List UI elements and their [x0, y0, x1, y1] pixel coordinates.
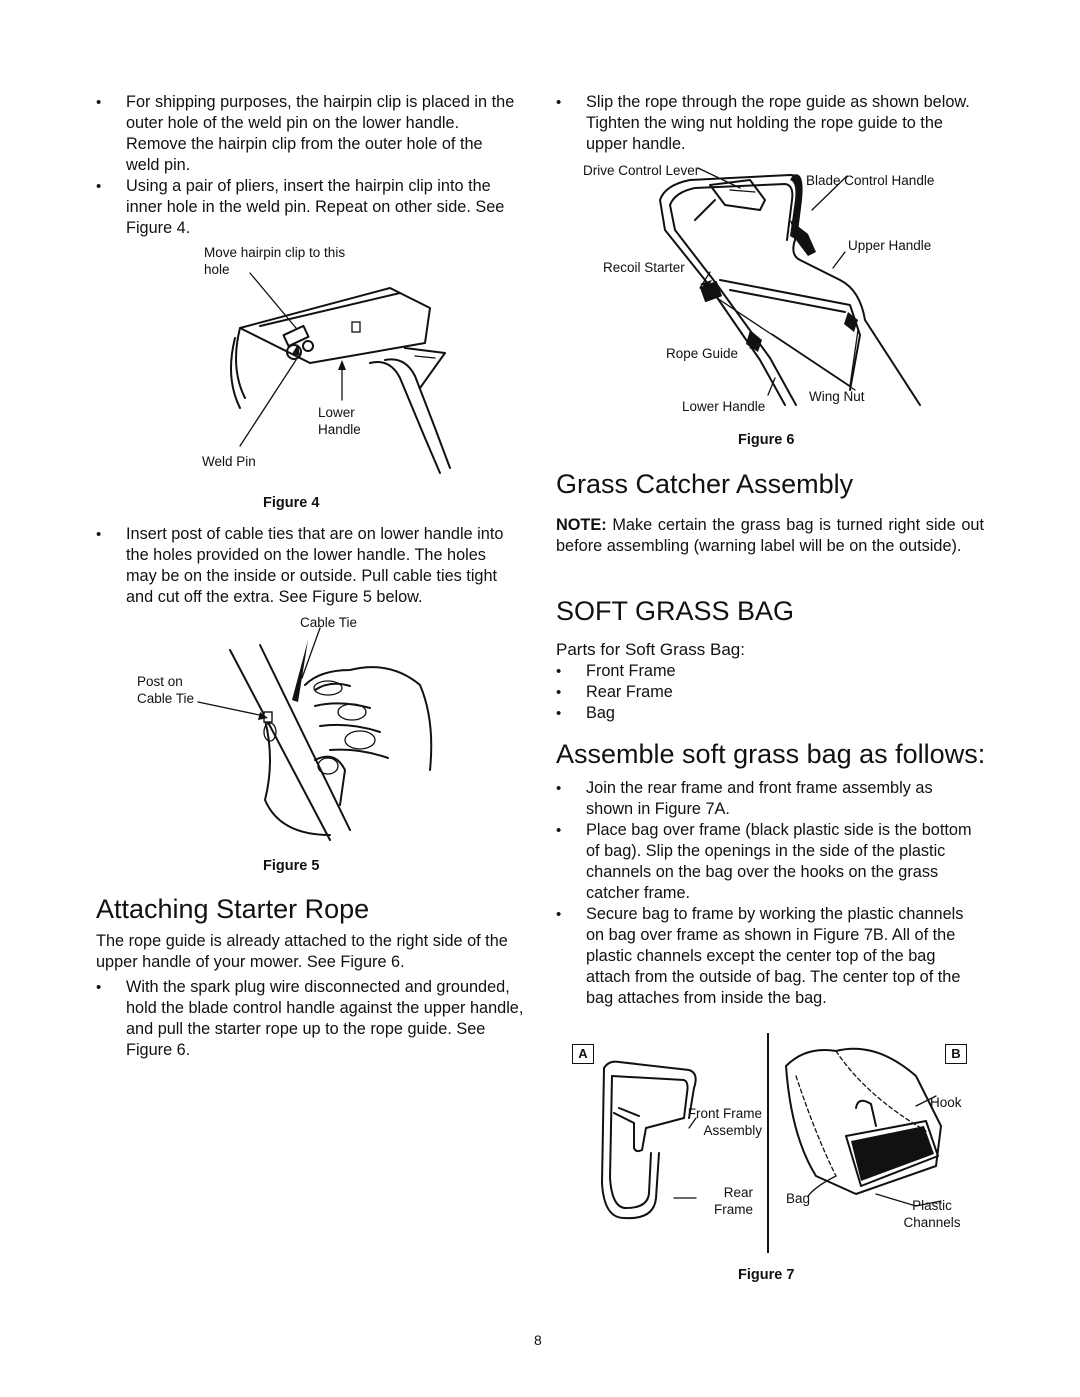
parts-heading: Parts for Soft Grass Bag:: [556, 640, 745, 659]
parts-list: Front Frame Rear Frame Bag: [556, 661, 856, 724]
figure-6-illustration: [659, 167, 921, 406]
label-hook: Hook: [930, 1095, 962, 1110]
label-bag: Bag: [786, 1191, 811, 1206]
part-front-frame: Front Frame: [556, 661, 856, 682]
starter-rope-steps: With the spark plug wire disconnected an…: [96, 977, 524, 1061]
label-recoil-starter: Recoil Starter: [603, 260, 685, 275]
figure-7-caption: Figure 7: [738, 1267, 795, 1283]
label-post-on-cable-tie: Post on Cable Tie: [137, 674, 195, 706]
label-lower-handle: Lower Handle: [318, 405, 361, 437]
bullet-cable-ties: Insert post of cable ties that are on lo…: [96, 524, 518, 608]
note-label: NOTE:: [556, 516, 607, 534]
part-bag: Bag: [556, 703, 856, 724]
rope-guide-instructions: Slip the rope through the rope guide as …: [556, 92, 984, 155]
page-number: 8: [534, 1332, 542, 1348]
label-lower-handle-fig6: Lower Handle: [682, 399, 766, 414]
label-upper-handle: Upper Handle: [848, 238, 932, 253]
heading-grass-catcher-assembly: Grass Catcher Assembly: [556, 469, 854, 499]
label-rear-frame: Rear Frame: [713, 1185, 753, 1217]
figure-7b-bag: [785, 1047, 942, 1207]
hairpin-instructions: For shipping purposes, the hairpin clip …: [96, 92, 518, 239]
bullet-slip-rope: Slip the rope through the rope guide as …: [556, 92, 984, 155]
figure-4-illustration: [230, 272, 451, 474]
label-blade-control-handle: Blade Control Handle: [806, 173, 935, 188]
step-join-frames: Join the rear frame and front frame asse…: [556, 778, 984, 820]
step-secure-bag: Secure bag to frame by working the plast…: [556, 904, 984, 1009]
figure-5-caption: Figure 5: [263, 858, 320, 874]
part-rear-frame: Rear Frame: [556, 682, 856, 703]
cable-tie-instructions: Insert post of cable ties that are on lo…: [96, 524, 518, 608]
bullet-shipping: For shipping purposes, the hairpin clip …: [96, 92, 518, 176]
heading-attaching-starter-rope: Attaching Starter Rope: [96, 894, 370, 924]
label-plastic-channels: Plastic Channels: [903, 1198, 961, 1230]
bullet-spark-plug: With the spark plug wire disconnected an…: [96, 977, 524, 1061]
label-front-frame-assembly: Front Frame Assembly: [687, 1106, 762, 1138]
panel-a-label: A: [572, 1044, 594, 1064]
heading-assemble-soft-grass-bag: Assemble soft grass bag as follows:: [556, 739, 986, 769]
label-weld-pin: Weld Pin: [202, 454, 256, 469]
label-rope-guide: Rope Guide: [666, 346, 739, 361]
label-cable-tie: Cable Tie: [300, 615, 358, 630]
label-drive-control-lever: Drive Control Lever: [583, 163, 700, 178]
figure-6-caption: Figure 6: [738, 432, 795, 448]
heading-soft-grass-bag: SOFT GRASS BAG: [556, 596, 795, 626]
step-place-bag: Place bag over frame (black plastic side…: [556, 820, 984, 904]
figure-7a-frame: [601, 1060, 697, 1220]
grass-catcher-note: NOTE: Make certain the grass bag is turn…: [556, 515, 984, 557]
assembly-steps: Join the rear frame and front frame asse…: [556, 778, 984, 1009]
panel-b-label: B: [945, 1044, 967, 1064]
bullet-pliers: Using a pair of pliers, insert the hairp…: [96, 176, 518, 239]
figure-5-illustration: [197, 627, 433, 841]
label-wing-nut: Wing Nut: [809, 389, 865, 404]
label-move-hairpin: Move hairpin clip to this hole: [204, 245, 346, 277]
figure-4-caption: Figure 4: [263, 495, 320, 511]
starter-rope-paragraph: The rope guide is already attached to th…: [96, 932, 508, 971]
note-text: Make certain the grass bag is turned rig…: [556, 516, 984, 555]
figure-7-divider: [767, 1033, 769, 1253]
